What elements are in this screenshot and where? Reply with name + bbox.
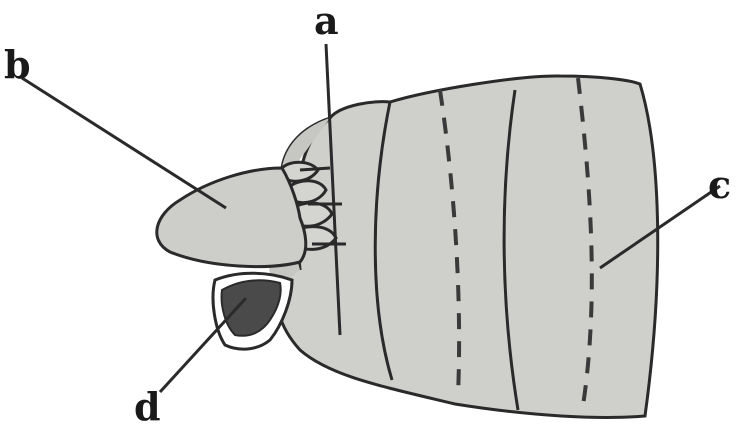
- ridge-tick-1: [300, 168, 330, 170]
- worm-body: [276, 76, 658, 418]
- label-d: d: [134, 384, 161, 428]
- leader-line-b: [22, 78, 226, 208]
- prostomium: [157, 168, 306, 267]
- label-b: b: [4, 42, 31, 87]
- label-a: a: [314, 0, 339, 43]
- label-c: c: [708, 162, 731, 207]
